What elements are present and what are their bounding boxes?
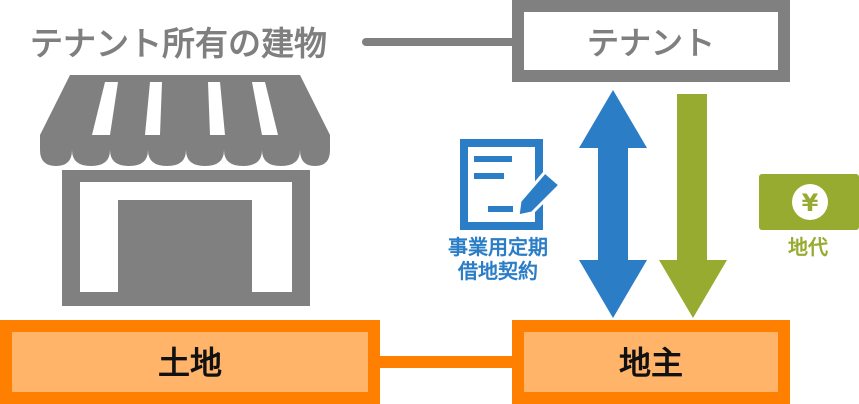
building-label: テナント所有の建物 [30,24,327,63]
contract-double-arrow [579,90,647,318]
rent-down-arrow [659,94,727,318]
contract-label-line1: 事業用定期 [448,235,548,259]
rent-label: 地代 [788,235,828,259]
land-box: 土地 [0,320,380,404]
yen-symbol: ¥ [802,189,819,217]
tenant-box: テナント [512,0,790,82]
land-owner-connector [378,356,516,368]
store-building-icon [40,75,330,306]
landowner-label: 地主 [619,344,683,382]
landowner-box: 地主 [512,320,790,404]
contract-label-line2: 借地契約 [457,259,538,283]
contract-document-icon [460,139,563,230]
yen-banknote-icon: ¥ [759,174,859,230]
land-label: 土地 [158,344,222,382]
tenant-label: テナント [587,24,715,62]
